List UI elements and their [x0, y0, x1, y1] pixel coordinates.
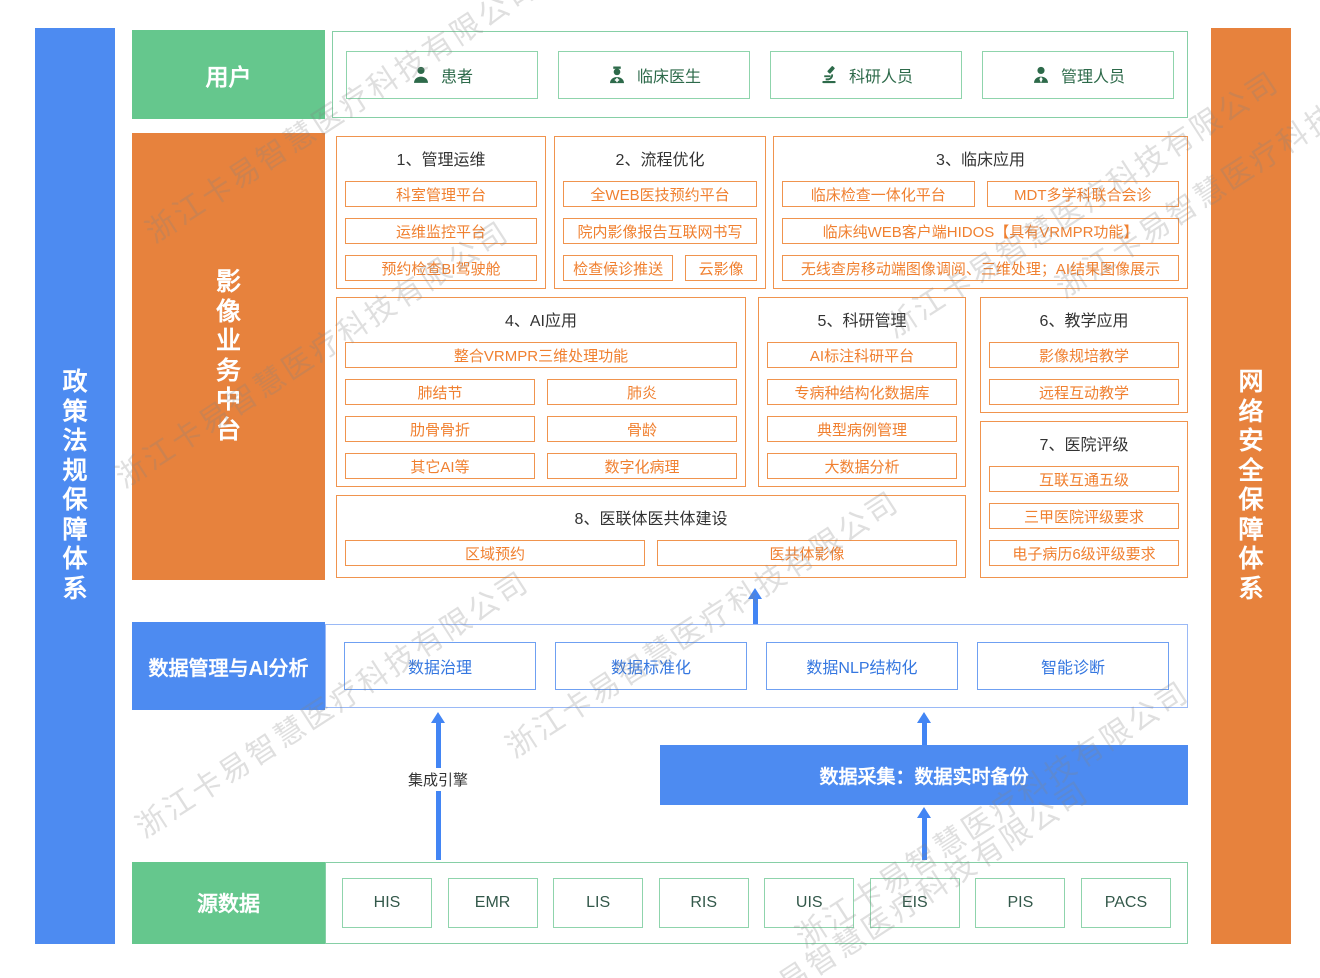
- arrow-shaft: [435, 723, 441, 860]
- group-ai-apps: 4、AI应用 整合VRMPR三维处理功能 肺结节 肺炎 肋骨骨折 骨龄 其它AI…: [336, 297, 746, 487]
- group-item: 医共体影像: [657, 540, 957, 566]
- doctor-icon: [609, 66, 624, 83]
- group-item: 三甲医院评级要求: [989, 503, 1179, 529]
- source-box-uis: UIS: [764, 878, 855, 928]
- group-item: 院内影像报告互联网书写: [563, 218, 757, 244]
- group-item: 预约检查BI驾驶舱: [345, 255, 537, 281]
- data-mgmt-container: 数据治理 数据标准化 数据NLP结构化 智能诊断: [325, 624, 1188, 708]
- group-process-optimization: 2、流程优化 全WEB医技预约平台 院内影像报告互联网书写 检查候诊推送 云影像: [554, 136, 766, 289]
- arrow-shaft: [921, 818, 927, 860]
- arrow-integration-engine: [430, 712, 446, 860]
- imaging-platform-band-text: 影像业务中台: [215, 268, 241, 444]
- source-box-pis: PIS: [975, 878, 1066, 928]
- user-box-label: 科研人员: [848, 68, 913, 86]
- group-item: 临床检查一体化平台: [782, 181, 975, 207]
- group-item: 其它AI等: [345, 453, 535, 479]
- group-item: 全WEB医技预约平台: [563, 181, 757, 207]
- source-data-band-label: 源数据: [132, 862, 325, 944]
- source-box-eis: EIS: [869, 878, 960, 928]
- arrow-source-to-collection: [916, 807, 932, 860]
- data-mgmt-band-label: 数据管理与AI分析: [132, 622, 325, 710]
- imaging-platform-band-label: 影像业务中台: [132, 133, 325, 580]
- user-box-patient: 患者: [346, 50, 538, 99]
- arrow-head-icon: [917, 807, 931, 818]
- group-title: 5、科研管理: [817, 313, 907, 330]
- group-title: 6、教学应用: [1039, 313, 1129, 330]
- group-item: 骨龄: [547, 416, 737, 442]
- group-item: 肺结节: [345, 379, 535, 405]
- group-title: 2、流程优化: [615, 152, 705, 169]
- group-item: 肋骨骨折: [345, 416, 535, 442]
- microscope-icon: [822, 65, 836, 83]
- group-item: 影像规培教学: [989, 342, 1179, 368]
- integration-engine-label: 集成引擎: [404, 768, 473, 791]
- network-security-bar-label: 网络安全保障体系: [1238, 368, 1264, 603]
- group-item: 互联互通五级: [989, 466, 1179, 492]
- group-clinical-apps: 3、临床应用 临床检查一体化平台 MDT多学科联合会诊 临床纯WEB客户端HID…: [773, 136, 1188, 289]
- source-box-ris: RIS: [658, 878, 749, 928]
- arrow-collection-to-data-mgmt: [916, 712, 932, 745]
- group-item: 数字化病理: [547, 453, 737, 479]
- group-hospital-rating: 7、医院评级 互联互通五级 三甲医院评级要求 电子病历6级评级要求: [980, 421, 1188, 578]
- group-item: 检查候诊推送: [563, 255, 674, 281]
- source-box-his: HIS: [342, 878, 432, 928]
- arrow-shaft: [752, 599, 758, 624]
- user-box-researcher: 科研人员: [770, 50, 962, 99]
- user-box-label: 临床医生: [636, 68, 701, 86]
- group-teaching-apps: 6、教学应用 影像规培教学 远程互动教学: [980, 297, 1188, 413]
- arrow-up-to-platform: [747, 588, 763, 624]
- user-box-label: 患者: [440, 68, 473, 86]
- data-box-smart-diagnosis: 智能诊断: [977, 642, 1169, 690]
- group-title: 3、临床应用: [936, 152, 1025, 169]
- source-data-container: HIS EMR LIS RIS UIS EIS PIS PACS: [325, 862, 1188, 944]
- network-security-bar: 网络安全保障体系: [1211, 28, 1291, 944]
- group-item: 无线查房移动端图像调阅、三维处理；AI结果图像展示: [782, 255, 1179, 281]
- group-item: 远程互动教学: [989, 379, 1179, 405]
- group-item: 电子病历6级评级要求: [989, 540, 1179, 566]
- group-item: 大数据分析: [767, 453, 957, 479]
- group-research-mgmt: 5、科研管理 AI标注科研平台 专病种结构化数据库 典型病例管理 大数据分析: [758, 297, 966, 487]
- arrow-head-icon: [431, 712, 445, 723]
- users-band-label: 用户: [132, 30, 325, 119]
- group-item: 肺炎: [547, 379, 737, 405]
- group-title: 4、AI应用: [504, 313, 578, 330]
- group-item: 整合VRMPR三维处理功能: [345, 342, 737, 368]
- manager-icon: [1033, 66, 1048, 83]
- source-box-emr: EMR: [447, 878, 538, 928]
- data-collection-box: 数据采集：数据实时备份: [660, 745, 1188, 805]
- data-box-standardization: 数据标准化: [555, 642, 747, 690]
- group-item: 区域预约: [345, 540, 645, 566]
- group-title: 1、管理运维: [396, 152, 486, 169]
- group-item: 科室管理平台: [345, 181, 537, 207]
- group-item: 运维监控平台: [345, 218, 537, 244]
- data-box-governance: 数据治理: [344, 642, 536, 690]
- user-box-clinician: 临床医生: [558, 50, 750, 99]
- source-box-pacs: PACS: [1080, 878, 1171, 928]
- group-item: 临床纯WEB客户端HIDOS【具有VRMPR功能】: [782, 218, 1179, 244]
- patient-icon: [413, 66, 428, 83]
- group-item: 云影像: [685, 255, 757, 281]
- group-consortium-construction: 8、医联体医共体建设 区域预约 医共体影像: [336, 495, 966, 578]
- group-title: 8、医联体医共体建设: [574, 511, 728, 528]
- group-item: AI标注科研平台: [767, 342, 957, 368]
- group-item: MDT多学科联合会诊: [986, 181, 1179, 207]
- users-container: 患者 临床医生 科研人员 管理人员: [332, 31, 1188, 118]
- group-management-ops: 1、管理运维 科室管理平台 运维监控平台 预约检查BI驾驶舱: [336, 136, 546, 289]
- policy-regulation-bar: 政策法规保障体系: [35, 28, 115, 944]
- data-box-nlp-structuring: 数据NLP结构化: [766, 642, 958, 690]
- group-item: 典型病例管理: [767, 416, 957, 442]
- user-box-label: 管理人员: [1060, 68, 1125, 86]
- arrow-head-icon: [917, 712, 931, 723]
- group-item: 专病种结构化数据库: [767, 379, 957, 405]
- arrow-head-icon: [748, 588, 762, 599]
- user-box-manager: 管理人员: [982, 50, 1174, 99]
- source-box-lis: LIS: [553, 878, 644, 928]
- policy-regulation-bar-label: 政策法规保障体系: [62, 368, 88, 603]
- group-title: 7、医院评级: [1039, 437, 1129, 454]
- arrow-shaft: [921, 723, 927, 745]
